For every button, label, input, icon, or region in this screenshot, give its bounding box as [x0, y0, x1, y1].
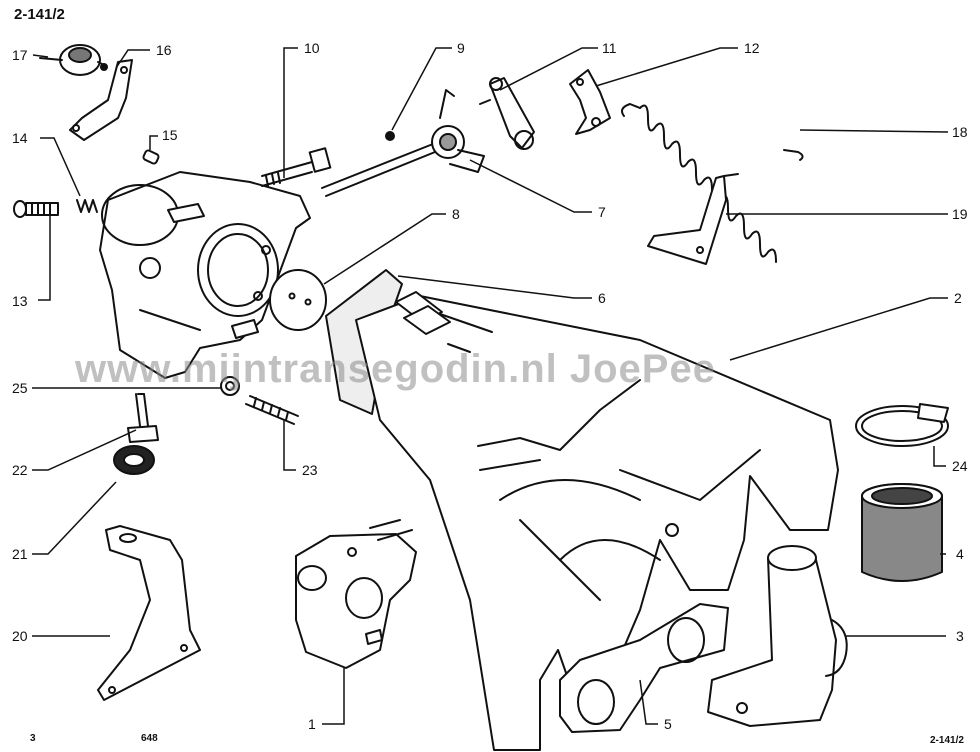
part-small-spring: [76, 199, 98, 213]
callout-13: 13: [12, 293, 28, 309]
callout-1: 1: [308, 716, 316, 732]
callout-17: 17: [12, 47, 28, 63]
part-pipe-elbow: [707, 545, 848, 727]
callout-7: 7: [598, 204, 606, 220]
part-rubber-sleeve: [861, 483, 943, 582]
part-intake-manifold: [325, 269, 839, 751]
part-adjusting-screw: [13, 200, 59, 218]
part-throttle-shaft: [321, 89, 485, 197]
part-long-bolt: [261, 147, 332, 187]
diagram-title: 2-141/2: [14, 6, 65, 23]
callout-20: 20: [12, 628, 28, 644]
callout-4: 4: [956, 546, 964, 562]
footer-right: 2-141/2: [930, 735, 964, 746]
callout-21: 21: [12, 546, 28, 562]
part-throttle-housing-large: [99, 171, 311, 379]
part-cable-bracket: [647, 173, 739, 265]
callout-8: 8: [452, 206, 460, 222]
callout-25: 25: [12, 380, 28, 396]
callout-10: 10: [304, 40, 320, 56]
callout-3: 3: [956, 628, 964, 644]
part-threaded-stud: [245, 395, 299, 425]
part-hose-clamp: [855, 403, 949, 447]
callout-23: 23: [302, 462, 318, 478]
part-nut: [220, 376, 240, 396]
part-throttle-body-small: [295, 519, 417, 669]
callout-9: 9: [457, 40, 465, 56]
callout-numbers: 17 16 15 14 13 10 9 11 12 18 19 7 8 6 2 …: [12, 40, 968, 732]
part-spring-bracket: [569, 69, 611, 135]
footer-code: 648: [141, 733, 158, 744]
part-grommet: [113, 445, 155, 475]
part-return-spring: [621, 103, 804, 263]
callout-12: 12: [744, 40, 760, 56]
callout-16: 16: [156, 42, 172, 58]
part-bracket-small: [69, 59, 133, 141]
callout-14: 14: [12, 130, 28, 146]
callout-15: 15: [162, 127, 178, 143]
watermark: www.mijntransegodin.nl JoePee: [75, 347, 716, 391]
callout-22: 22: [12, 462, 28, 478]
callout-18: 18: [952, 124, 968, 140]
callout-2: 2: [954, 290, 962, 306]
part-vacuum-unit: [39, 44, 108, 76]
footer-left: 3: [30, 733, 36, 744]
part-pin: [142, 149, 160, 165]
callout-5: 5: [664, 716, 672, 732]
callout-11: 11: [602, 40, 617, 56]
callout-6: 6: [598, 290, 606, 306]
part-lever: [479, 77, 535, 150]
callout-24: 24: [952, 458, 968, 474]
leader-lines: [32, 47, 949, 725]
part-manifold-gasket: [559, 603, 729, 733]
part-gasket-disk: [269, 269, 327, 331]
part-support-bracket: [97, 525, 201, 701]
part-small-screw: [385, 131, 395, 141]
callout-19: 19: [952, 206, 968, 222]
part-stud: [127, 393, 159, 443]
